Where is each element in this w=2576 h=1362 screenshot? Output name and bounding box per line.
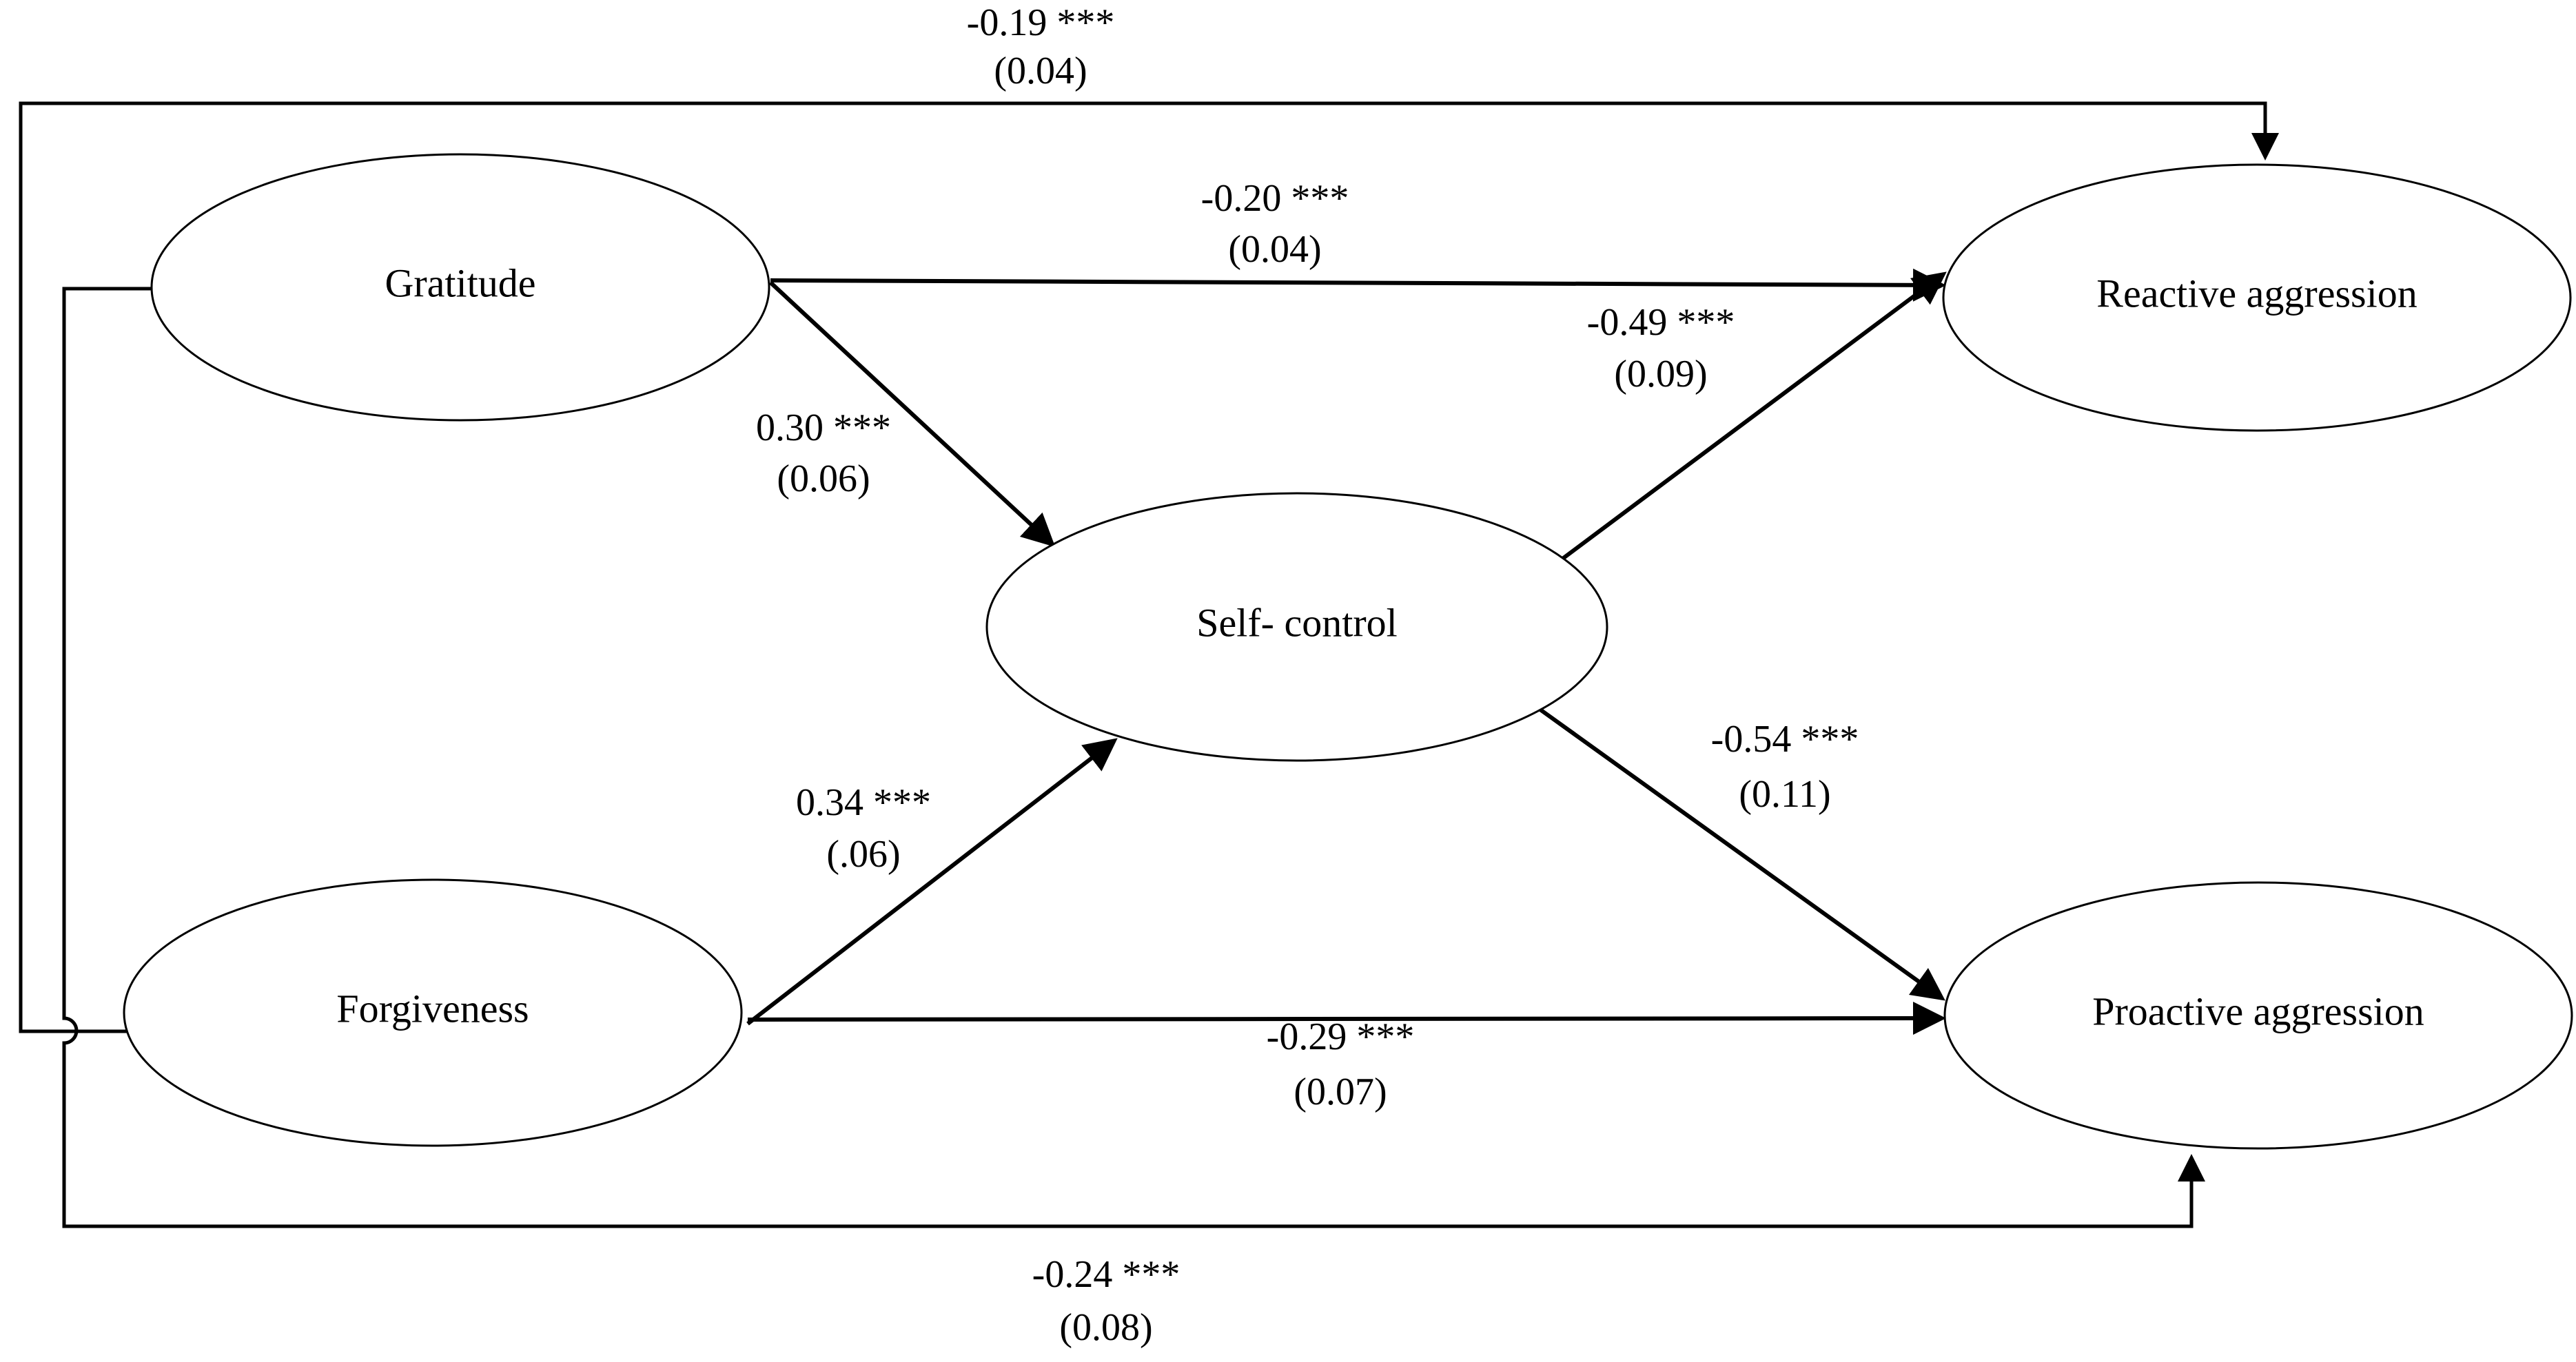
node-forgiveness-label: Forgiveness	[336, 986, 529, 1031]
edge-gratitude-to-reactive	[770, 268, 1946, 302]
label-self-control-to-reactive: -0.49 *** (0.09)	[1587, 301, 1735, 395]
edge-forgiveness-to-self-control	[746, 738, 1118, 1026]
label-forgiveness-to-proactive: -0.29 *** (0.07)	[1267, 1015, 1415, 1113]
label-self-control-to-proactive: -0.54 *** (0.11)	[1711, 718, 1859, 816]
edge-outer-to-reactive	[19, 101, 2279, 1033]
node-proactive-aggression-label: Proactive aggression	[2092, 989, 2424, 1033]
edge-self-control-to-proactive	[1539, 708, 1945, 1001]
coef-gratitude-to-reactive: -0.20 ***	[1201, 177, 1349, 220]
se-self-control-to-reactive: (0.09)	[1614, 353, 1707, 395]
edge-outer-to-proactive	[62, 287, 2205, 1228]
label-gratitude-to-reactive: -0.20 *** (0.04)	[1201, 177, 1349, 271]
se-outer-to-proactive: (0.08)	[1059, 1306, 1152, 1349]
se-self-control-to-proactive: (0.11)	[1739, 773, 1830, 816]
coef-self-control-to-proactive: -0.54 ***	[1711, 718, 1859, 761]
node-reactive-aggression-label: Reactive aggression	[2096, 271, 2417, 316]
se-forgiveness-to-self-control: (.06)	[826, 833, 900, 876]
edge-gratitude-to-self-control	[768, 280, 1056, 548]
edge-forgiveness-to-proactive	[747, 1002, 1946, 1035]
node-self-control-label: Self- control	[1196, 600, 1398, 645]
coef-self-control-to-reactive: -0.49 ***	[1587, 301, 1735, 344]
node-forgiveness: Forgiveness	[123, 878, 743, 1147]
coef-gratitude-to-self-control: 0.30 ***	[756, 406, 891, 449]
edge-self-control-to-reactive	[1557, 271, 1947, 564]
node-gratitude-label: Gratitude	[385, 260, 535, 305]
coef-outer-to-proactive: -0.24 ***	[1032, 1253, 1180, 1296]
se-gratitude-to-reactive: (0.04)	[1228, 228, 1321, 271]
coef-forgiveness-to-proactive: -0.29 ***	[1267, 1015, 1415, 1058]
coef-outer-to-reactive: -0.19 ***	[967, 1, 1115, 44]
label-gratitude-to-self-control: 0.30 *** (0.06)	[756, 406, 891, 500]
se-outer-to-reactive: (0.04)	[994, 50, 1087, 92]
label-outer-to-reactive: -0.19 *** (0.04)	[967, 1, 1115, 92]
node-proactive-aggression: Proactive aggression	[1943, 881, 2573, 1150]
se-forgiveness-to-proactive: (0.07)	[1294, 1071, 1387, 1113]
coef-forgiveness-to-self-control: 0.34 ***	[796, 781, 931, 824]
se-gratitude-to-self-control: (0.06)	[777, 457, 870, 500]
node-gratitude: Gratitude	[150, 153, 770, 422]
node-reactive-aggression: Reactive aggression	[1942, 163, 2572, 432]
node-self-control: Self- control	[985, 492, 1608, 762]
label-outer-to-proactive: -0.24 *** (0.08)	[1032, 1253, 1180, 1349]
label-forgiveness-to-self-control: 0.34 *** (.06)	[796, 781, 931, 876]
